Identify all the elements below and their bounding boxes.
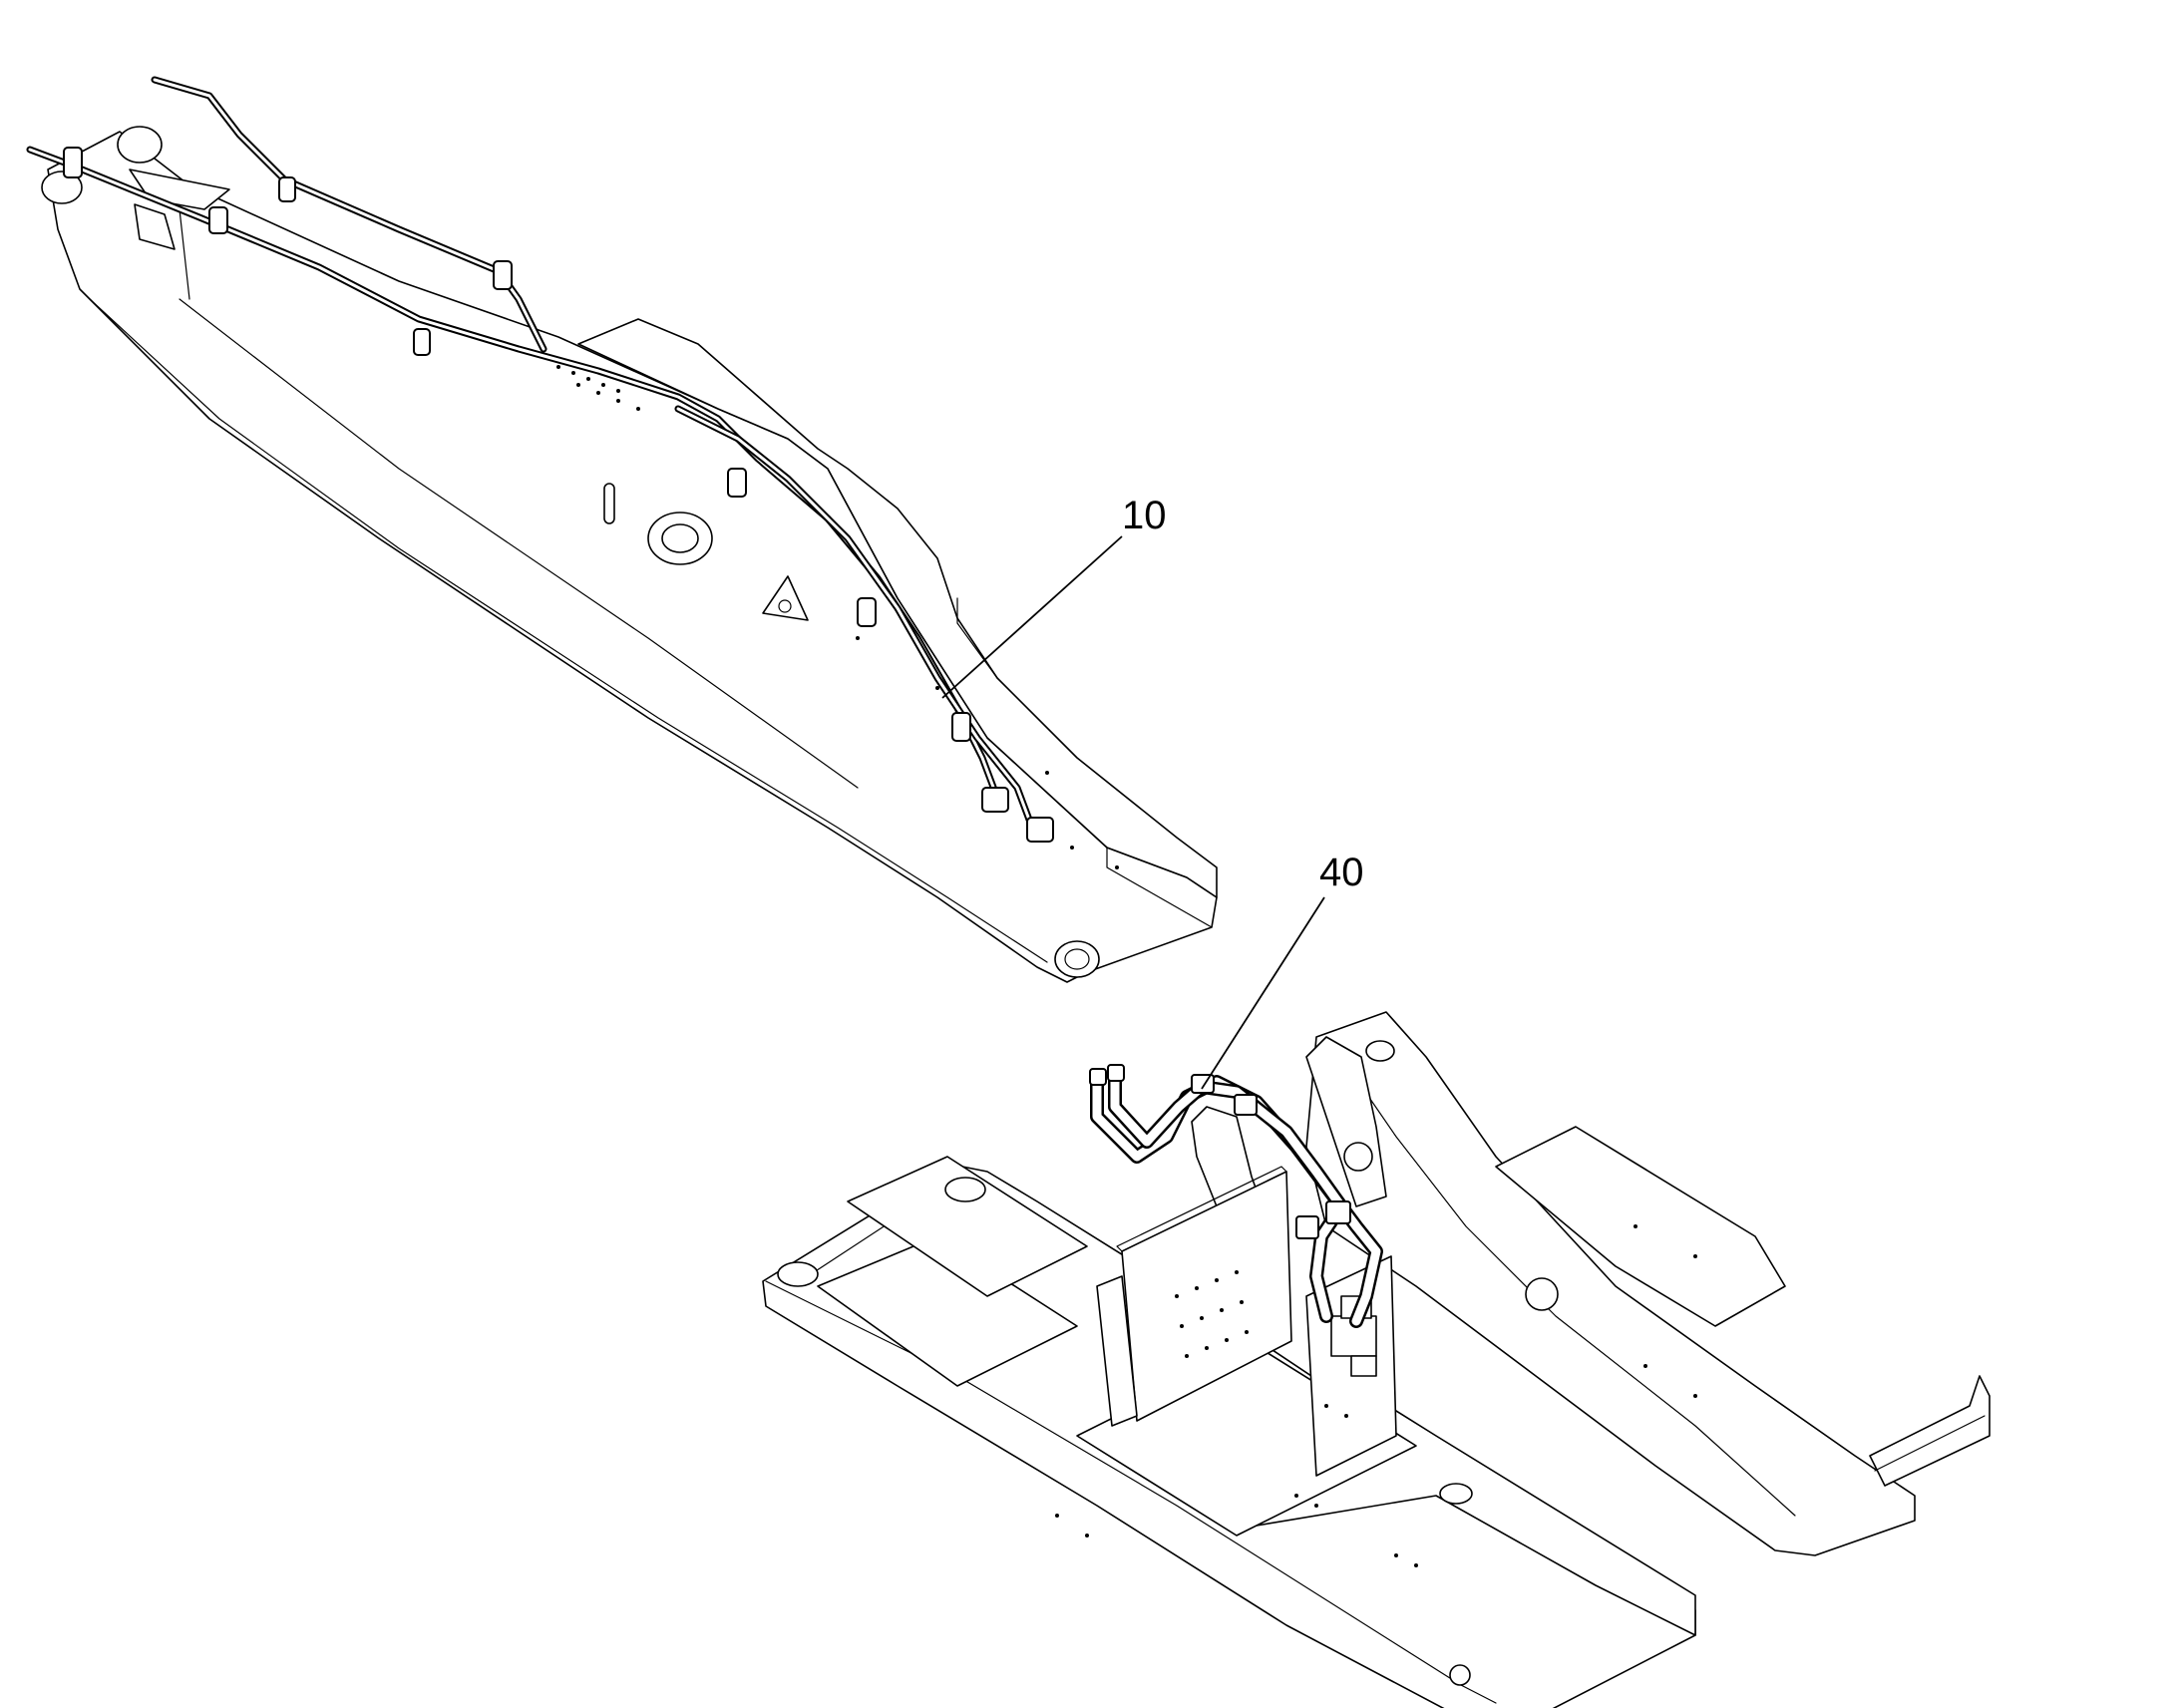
callout-40: 40 [1201,851,1364,1090]
callout-10-label: 10 [1122,494,1167,537]
frame-corner-boss-left [777,1261,819,1287]
callout-10: 10 [941,494,1167,699]
frame-fastener-dots [1055,1224,1697,1567]
boom-foot-pin-boss [1054,940,1100,978]
boom-lifting-eye [762,575,809,621]
callout-10-leader [941,535,1123,699]
frame-side-deck [817,1235,1078,1387]
boom-body [47,131,1218,983]
boom-nose-boss-right [117,126,163,164]
boom-upper-web [577,318,1218,898]
callout-40-leader [1201,896,1325,1090]
boom-nose-boss-left [41,171,83,204]
frame-corner-boss-rear [944,1177,986,1202]
boom-assembly [26,76,1218,983]
frame-hydraulic-hoses [1089,1064,1383,1328]
boom-hydraulic-lines [26,76,1054,843]
callout-40-label: 40 [1319,851,1364,894]
frame-rear-crossmember [1495,1126,1786,1327]
frame-rear-extension [1869,1375,1991,1487]
upper-frame-assembly [762,1011,1991,1708]
boom-lower-flange [89,298,1048,963]
